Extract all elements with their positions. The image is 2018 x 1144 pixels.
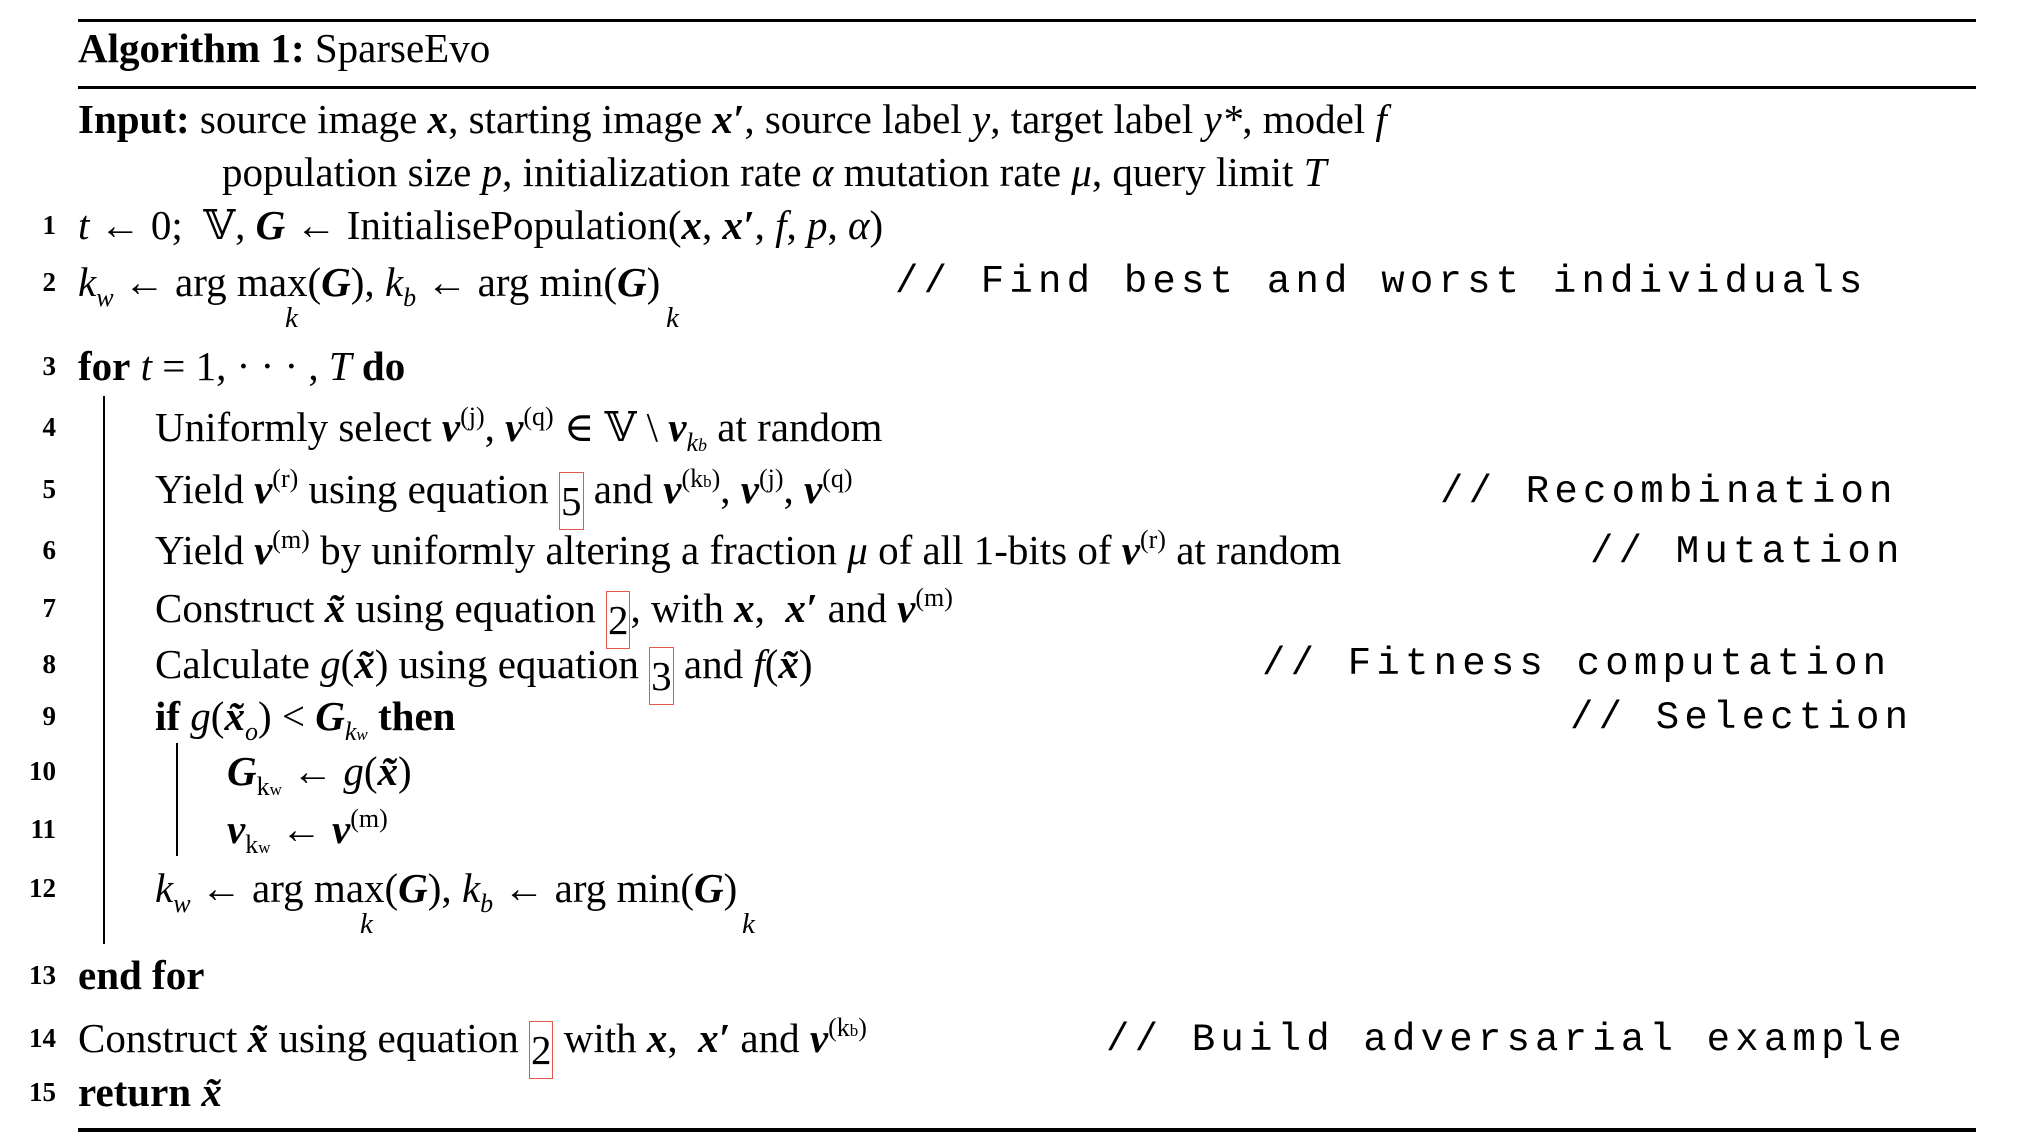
equation-ref-2[interactable]: 2 <box>605 591 631 649</box>
input-text: , starting image <box>448 96 713 142</box>
algo-line-3: for t = 1, · · · , T do <box>78 343 406 389</box>
equation-ref-3[interactable]: 3 <box>649 647 674 705</box>
argmax-subscript: k <box>360 908 373 940</box>
algo-line-11: vkw ← v(m) <box>227 804 388 859</box>
input-line-2: population size p, initialization rate α… <box>222 148 1327 196</box>
algo-line-13: end for <box>78 951 204 999</box>
math-var: α <box>811 149 834 195</box>
keyword-do: do <box>361 343 406 389</box>
algo-line-6: Yield v(m) by uniformly altering a fract… <box>155 525 1342 573</box>
input-text: population size <box>222 149 482 195</box>
line-number: 6 <box>42 535 57 565</box>
algo-line-14: Construct x̃ using equation 2 with x, x′… <box>78 1013 867 1079</box>
algo-line-12: kw ← arg max(G), kb ← arg min(G) <box>155 865 738 918</box>
equation-ref-5[interactable]: 5 <box>559 472 584 530</box>
input-text: mutation rate <box>833 149 1072 195</box>
algo-line-4: Uniformly select v(j), v(q) ∈ 𝕍 \ vkb at… <box>155 402 883 457</box>
input-label: Input: <box>78 96 190 142</box>
algo-line-7: Construct x̃ using equation 2, with x, x… <box>155 583 953 649</box>
line-number: 5 <box>42 474 57 504</box>
algo-line-10: Gkw ← g(x̃) <box>227 748 412 801</box>
keyword-then: then <box>377 693 456 739</box>
line-number: 14 <box>29 1023 56 1053</box>
line-number: 2 <box>42 267 57 297</box>
algo-line-9: if g(x̃o) < Gkw then <box>155 693 456 746</box>
line-number: 13 <box>29 960 56 990</box>
algorithm-label: Algorithm 1: <box>78 25 305 71</box>
top-rule <box>78 19 1976 22</box>
input-text: , model <box>1242 96 1376 142</box>
math-var: T <box>1303 149 1327 195</box>
input-text: , source label <box>744 96 972 142</box>
algorithm-title: Algorithm 1: SparseEvo <box>78 24 490 72</box>
keyword-for: for <box>78 343 131 389</box>
input-text: , initialization rate <box>502 149 812 195</box>
line-number: 11 <box>30 814 56 844</box>
argmax-subscript: k <box>285 302 298 334</box>
line-number: 4 <box>42 412 57 442</box>
comment-find-best-worst: // Find best and worst individuals <box>895 260 1868 304</box>
math-var: μ <box>1071 149 1092 195</box>
algo-line-8: Calculate g(x̃) using equation 3 and f(x… <box>155 640 813 705</box>
comment-recombination: // Recombination <box>1440 470 1898 514</box>
comment-mutation: // Mutation <box>1590 530 1905 574</box>
math-var: f <box>1375 96 1387 142</box>
function-name: InitialisePopulation <box>346 202 668 248</box>
keyword-return: return <box>78 1069 192 1115</box>
input-text: , target label <box>990 96 1204 142</box>
comment-fitness: // Fitness computation <box>1262 642 1892 686</box>
input-text: source image <box>199 96 428 142</box>
math-var: p <box>481 149 503 195</box>
input-text: , query limit <box>1091 149 1304 195</box>
line-number: 9 <box>42 701 57 731</box>
line-number: 12 <box>29 873 56 903</box>
argmin-subscript: k <box>742 908 755 940</box>
line-number: 3 <box>42 351 57 381</box>
header-rule <box>78 86 1976 89</box>
line-number: 10 <box>29 756 56 786</box>
argmin-subscript: k <box>666 302 679 334</box>
math-var: x <box>427 96 449 142</box>
line-number: 1 <box>42 210 57 240</box>
keyword-if: if <box>155 693 181 739</box>
algo-line-15: return x̃ <box>78 1069 222 1115</box>
algo-line-5: Yield v(r) using equation 5 and v(kb), v… <box>155 464 853 530</box>
input-line-1: Input: source image x, starting image x′… <box>78 95 1387 143</box>
comment-selection: // Selection <box>1570 696 1914 740</box>
algo-line-1: t ← 0; 𝕍, G ← InitialisePopulation(x, x′… <box>78 201 884 249</box>
keyword-end-for: end for <box>78 952 205 998</box>
equation-ref-2[interactable]: 2 <box>528 1021 554 1079</box>
line-number: 7 <box>42 593 57 623</box>
algorithm-name: SparseEvo <box>314 25 491 71</box>
if-block-bar <box>176 743 178 856</box>
math-var: y <box>972 96 991 142</box>
comment-build-adversarial: // Build adversarial example <box>1106 1018 1907 1062</box>
math-var: x′ <box>712 96 745 142</box>
line-number: 8 <box>42 649 57 679</box>
math-var: y* <box>1203 96 1243 142</box>
algo-line-2: kw ← arg max(G), kb ← arg min(G) <box>78 259 661 312</box>
for-block-bar <box>103 396 105 944</box>
line-number: 15 <box>29 1077 56 1107</box>
bottom-rule <box>78 1128 1976 1132</box>
